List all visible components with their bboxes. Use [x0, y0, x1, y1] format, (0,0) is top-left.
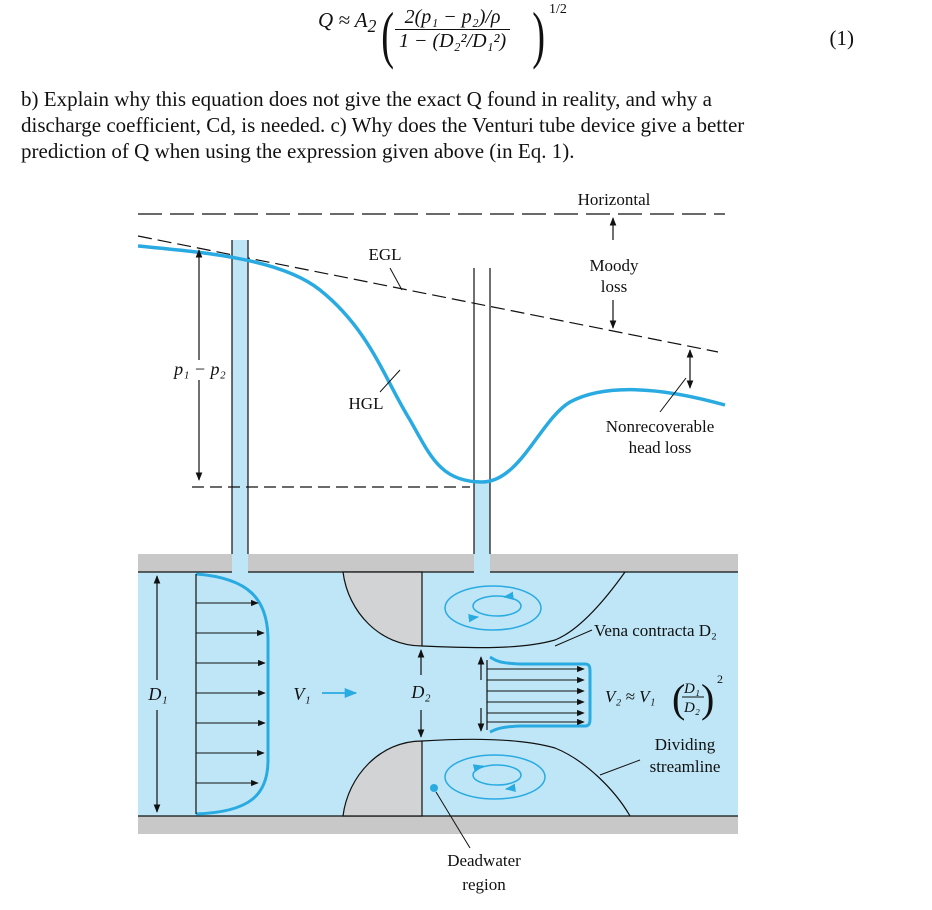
egl-line: [137, 235, 719, 353]
hgl-leader: [379, 369, 401, 393]
question-line-3: prediction of Q when using the expressio…: [21, 139, 575, 163]
dividing-streamline-leader: [599, 759, 641, 776]
upstream-velocity-profile: [195, 572, 270, 816]
vena-contracta-label: Vena contracta D₂: [594, 621, 717, 640]
hgl-curve: [137, 244, 726, 484]
orifice-plate-bottom: [342, 740, 423, 817]
equation-fraction: 2(p₁ − p₂)/ρ 1 − (D₂²/D₁²): [395, 6, 511, 53]
equation-exponent: 1/2: [549, 2, 567, 17]
dividing-streamline-top: [421, 571, 626, 649]
deadwater-label-line1: Deadwater: [447, 851, 521, 870]
nonrecoverable-label-line1: Nonrecoverable: [606, 417, 715, 436]
equation-denominator: 1 − (D₂²/D₁²): [399, 30, 507, 52]
moody-label-line2: loss: [601, 277, 627, 296]
nonrecoverable-label-line2: head loss: [629, 438, 692, 457]
v2-ratio-numerator: D₁: [683, 681, 700, 697]
d1-label: D₁: [147, 684, 167, 704]
pressure-diff-label: p₁ − p₂: [172, 359, 226, 379]
tap-tube-upstream: [232, 240, 248, 572]
equation-right-paren: ): [532, 0, 546, 70]
deadwater-leader: [435, 791, 471, 849]
equation-left-paren: (: [381, 0, 395, 70]
pipe-top-wall: [138, 554, 738, 572]
moody-label-line1: Moody: [589, 256, 639, 275]
dividing-streamline-bottom: [421, 738, 631, 817]
tap-tube-throat: [474, 482, 490, 576]
v2-right-paren: ): [701, 676, 714, 721]
eddy-top: [444, 585, 542, 631]
question-line-1: b) Explain why this equation does not gi…: [21, 87, 712, 111]
pipe-fluid: [138, 572, 738, 816]
pipe-bottom-wall: [138, 816, 738, 834]
jet-velocity-arrows: [487, 665, 585, 726]
v2-ratio-exponent: 2: [717, 672, 723, 686]
eddy-bottom: [444, 754, 546, 800]
v2-left-paren: (: [672, 676, 685, 721]
deadwater-label-line2: region: [462, 875, 506, 894]
jet-velocity-profile: [489, 655, 592, 734]
v1-label: V₁: [293, 684, 310, 704]
question-text: b) Explain why this equation does not gi…: [21, 86, 871, 164]
egl-label: EGL: [368, 245, 401, 264]
question-line-2: discharge coefficient, Cd, is needed. c)…: [21, 113, 745, 137]
orifice-plate-top: [342, 571, 423, 647]
horizontal-label: Horizontal: [578, 190, 651, 209]
equation-number: (1): [829, 26, 855, 50]
vena-contracta-leader: [554, 629, 593, 647]
equation: Q ≈ A2 ( 2(p₁ − p₂)/ρ 1 − (D₂²/D₁²) ) 1/…: [0, 0, 932, 80]
deadwater-dot: [430, 784, 438, 792]
egl-leader: [389, 267, 403, 291]
equation-numerator: 2(p₁ − p₂)/ρ: [395, 6, 511, 30]
v2-ratio-denominator: D₂: [683, 700, 700, 716]
hgl-label: HGL: [349, 394, 384, 413]
d2-label: D₂: [410, 682, 430, 702]
dividing-label-line2: streamline: [650, 757, 721, 776]
upstream-velocity-arrows: [196, 599, 266, 787]
v2-equation: V₂ ≈ V₁: [605, 687, 655, 706]
nonrecoverable-leader: [659, 377, 687, 413]
equation-lhs: Q ≈ A2: [318, 8, 377, 37]
dividing-label-line1: Dividing: [655, 735, 716, 754]
